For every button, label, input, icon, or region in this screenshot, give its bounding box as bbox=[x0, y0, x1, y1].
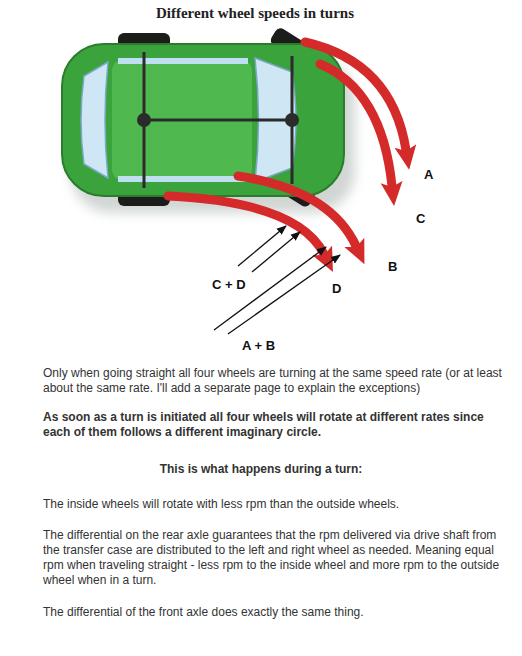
body-paragraph: The differential of the front axle does … bbox=[43, 605, 505, 620]
rear-differential bbox=[137, 113, 151, 127]
wheel-letter: D bbox=[332, 281, 341, 296]
body-paragraph: As soon as a turn is initiated all four … bbox=[43, 410, 505, 440]
car-body bbox=[62, 44, 344, 196]
wheel-letter: B bbox=[388, 259, 397, 274]
group-label: A + B bbox=[242, 338, 275, 353]
body-paragraph: The differential on the rear axle guaran… bbox=[43, 528, 505, 588]
drivetrain bbox=[144, 52, 292, 188]
wheel-letter: C bbox=[416, 211, 425, 226]
body-heading: This is what happens during a turn: bbox=[43, 462, 479, 477]
body-paragraph: Only when going straight all four wheels… bbox=[43, 366, 505, 396]
wheel-letter: A bbox=[424, 167, 433, 182]
group-label: C + D bbox=[212, 277, 246, 292]
body-paragraph: The inside wheels will rotate with less … bbox=[43, 497, 505, 512]
page-title: Different wheel speeds in turns bbox=[0, 5, 510, 22]
rear-window bbox=[81, 62, 108, 178]
wheel-paths bbox=[168, 42, 406, 254]
front-differential bbox=[285, 113, 299, 127]
